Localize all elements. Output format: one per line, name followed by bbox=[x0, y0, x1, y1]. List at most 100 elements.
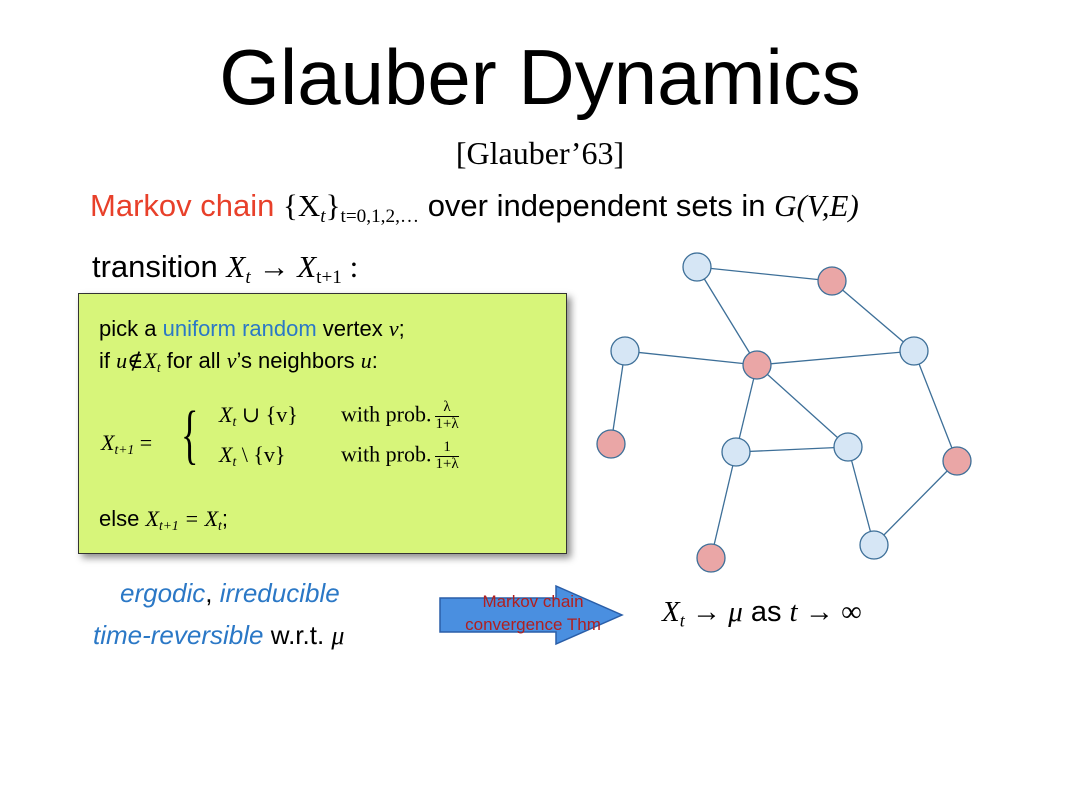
chain-set: {Xt}t=0,1,2,… bbox=[282, 188, 419, 227]
graph-node-blue bbox=[721, 437, 751, 467]
case1-x: X bbox=[219, 402, 233, 427]
case1-op: ∪ {v} bbox=[236, 402, 298, 427]
irreducible-term: irreducible bbox=[219, 578, 340, 608]
v-var: v bbox=[226, 348, 237, 373]
notin-x: ∉X bbox=[127, 348, 157, 373]
over-text: over independent sets in bbox=[419, 188, 775, 223]
case2-op: \ {v} bbox=[236, 442, 286, 467]
graph-node-blue bbox=[610, 336, 640, 366]
case-remove: Xt \ {v} bbox=[219, 442, 285, 470]
graph-edge bbox=[913, 350, 958, 462]
set-open: {X bbox=[282, 188, 321, 223]
graph-diagram bbox=[596, 252, 972, 573]
transition-heading: transition Xt → Xt+1 : bbox=[92, 249, 358, 289]
else-sub2: t bbox=[218, 518, 222, 534]
set-close: } bbox=[325, 188, 341, 223]
graph-edge bbox=[696, 266, 833, 282]
ergodic-term: ergodic bbox=[120, 578, 206, 608]
lhs-x: X bbox=[101, 430, 115, 455]
frac1-num: λ bbox=[435, 399, 459, 417]
ergodic-line: ergodic, irreducible bbox=[120, 578, 340, 609]
transition-t: t bbox=[245, 266, 251, 288]
result-arrow: → bbox=[684, 596, 729, 628]
markov-chain-definition: Markov chain {Xt}t=0,1,2,… over independ… bbox=[90, 188, 859, 228]
rule-line-else: else Xt+1 = Xt; bbox=[99, 506, 228, 534]
graph-edge bbox=[831, 280, 915, 352]
else-sub: t+1 bbox=[158, 518, 179, 534]
graph-node-blue bbox=[859, 530, 889, 560]
graph-node-red bbox=[942, 446, 972, 476]
reversible-line: time-reversible w.r.t. μ bbox=[93, 620, 344, 651]
case-add: Xt ∪ {v} bbox=[219, 402, 298, 430]
result-x: X bbox=[662, 596, 680, 628]
cases-brace: { bbox=[181, 398, 199, 471]
sub-t: t bbox=[156, 360, 161, 376]
with-prob-2: with prob. bbox=[341, 441, 432, 467]
citation: [Glauber’63] bbox=[455, 135, 625, 171]
colon: : bbox=[371, 348, 378, 373]
graph-edge bbox=[756, 350, 915, 366]
transition-t1: t+1 bbox=[316, 266, 342, 288]
else-x: X bbox=[145, 506, 159, 531]
wrt-text: w.r.t. bbox=[263, 620, 332, 650]
result-t: t bbox=[679, 610, 685, 631]
graph-edge bbox=[710, 451, 737, 559]
pick-text: pick a bbox=[99, 316, 163, 341]
graph-edge bbox=[756, 364, 849, 448]
comma: , bbox=[205, 578, 213, 608]
case2-sub: t bbox=[232, 454, 237, 470]
graph-node-red bbox=[742, 350, 772, 380]
for-all-text: for all bbox=[160, 348, 227, 373]
graph-edge bbox=[610, 350, 626, 445]
graph-notation: G(V,E) bbox=[774, 188, 859, 223]
result-t2: t bbox=[789, 596, 798, 628]
slide-title: Glauber Dynamics bbox=[219, 33, 861, 121]
vertex-text: vertex bbox=[316, 316, 389, 341]
rule-line-condition: if u∉Xt for all v’s neighbors u: bbox=[99, 348, 378, 376]
case2-x: X bbox=[219, 442, 233, 467]
graph-node-red bbox=[817, 266, 847, 296]
graph-node-red bbox=[596, 429, 626, 459]
lhs-eq: = bbox=[134, 430, 153, 455]
frac1-den: 1+λ bbox=[435, 415, 459, 432]
graph-edge bbox=[873, 460, 958, 546]
frac2-den: 1+λ bbox=[435, 455, 459, 472]
semicolon: ; bbox=[398, 316, 405, 341]
transition-rule-box: pick a uniform random vertex v; if u∉Xt … bbox=[78, 293, 567, 554]
as-text: as bbox=[742, 596, 790, 628]
else-end: ; bbox=[221, 506, 228, 531]
case1-sub: t bbox=[232, 414, 237, 430]
convergence-result: Xt → μ as t → ∞ bbox=[662, 596, 862, 631]
transition-label: transition bbox=[92, 249, 227, 284]
else-text: else bbox=[99, 506, 146, 531]
mu-symbol: μ bbox=[331, 621, 345, 650]
graph-edge bbox=[624, 350, 758, 366]
with-prob-1: with prob. bbox=[341, 401, 432, 427]
formula-lhs: Xt+1 = bbox=[101, 430, 152, 458]
u-var: u bbox=[116, 348, 128, 373]
result-infinity: → ∞ bbox=[797, 596, 862, 628]
graph-edge bbox=[735, 364, 758, 453]
rule-line-pick: pick a uniform random vertex v; bbox=[99, 316, 405, 342]
result-mu: μ bbox=[728, 596, 743, 628]
markov-chain-term: Markov chain bbox=[90, 188, 275, 223]
transition-x2: X bbox=[297, 249, 317, 284]
convergence-arrow-icon bbox=[439, 584, 624, 646]
u-var2: u bbox=[360, 348, 372, 373]
set-index: t=0,1,2,… bbox=[340, 205, 420, 227]
transition-colon: : bbox=[341, 249, 359, 284]
else-eq: = X bbox=[178, 506, 219, 531]
graph-node-blue bbox=[682, 252, 712, 282]
graph-edge bbox=[847, 446, 875, 546]
graph-edge bbox=[696, 266, 758, 366]
frac2-num: 1 bbox=[435, 439, 459, 457]
arrow-label-line1: Markov chain bbox=[482, 592, 584, 611]
set-sub: t bbox=[320, 205, 326, 227]
if-text: if bbox=[99, 348, 117, 373]
transition-x: X bbox=[226, 249, 246, 284]
lhs-sub: t+1 bbox=[114, 442, 135, 458]
neighbors-text: ’s neighbors bbox=[236, 348, 361, 373]
